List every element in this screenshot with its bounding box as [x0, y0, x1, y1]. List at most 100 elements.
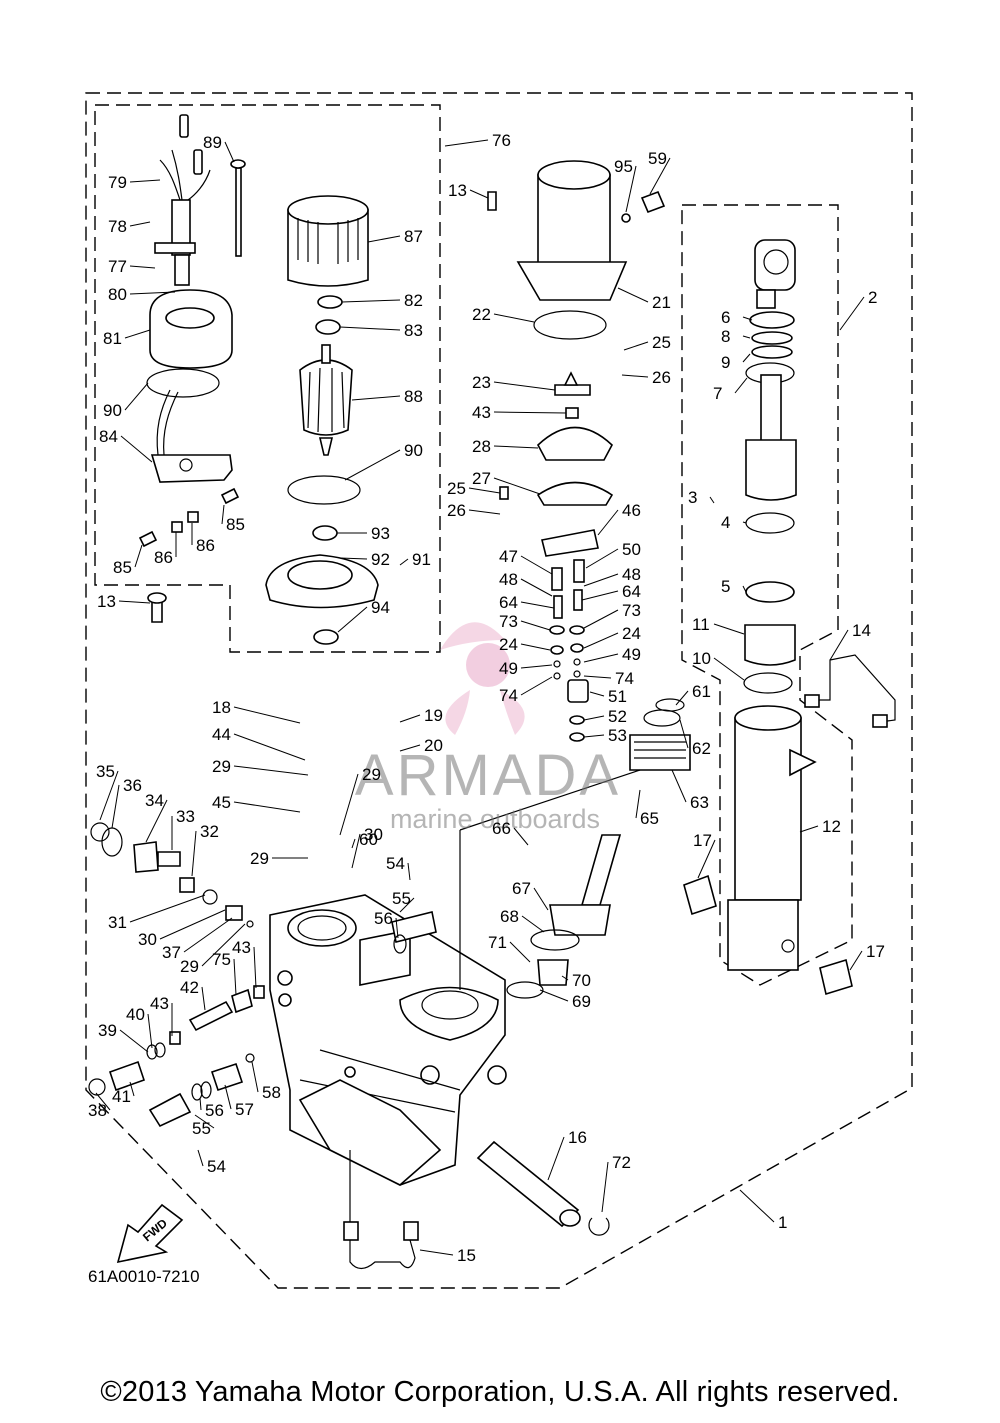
leader-line — [351, 838, 356, 849]
callout-number: 25 — [447, 479, 466, 498]
leader-line — [583, 632, 619, 649]
leader-line — [589, 691, 605, 697]
leader-line — [520, 555, 553, 575]
leader-line — [697, 839, 716, 879]
leader-line — [419, 1249, 454, 1256]
callout-number: 56 — [205, 1101, 224, 1120]
leader-line — [407, 862, 411, 881]
leader-line — [147, 1013, 153, 1049]
callout-number: 13 — [448, 181, 467, 200]
pump-cover-group — [487, 160, 666, 557]
leader-line — [367, 235, 401, 243]
callout-number: 69 — [572, 992, 591, 1011]
leader-line — [671, 769, 687, 803]
leader-line — [183, 917, 233, 953]
leader-line — [520, 601, 555, 609]
callout-number: 43 — [232, 938, 251, 957]
electric-motor-group — [138, 114, 379, 645]
callout-number: 83 — [404, 321, 423, 340]
leader-line — [201, 923, 246, 967]
callout-number: 41 — [112, 1087, 131, 1106]
leader-line — [742, 335, 751, 339]
callout-number: 36 — [123, 776, 142, 795]
leader-line — [742, 585, 747, 593]
callout-number: 86 — [154, 548, 173, 567]
leader-line — [119, 1029, 149, 1053]
callout-number: 30 — [364, 825, 383, 844]
callout-number: 58 — [262, 1083, 281, 1102]
callout-number: 51 — [608, 687, 627, 706]
leader-line — [583, 653, 619, 663]
leader-line — [742, 316, 753, 321]
leader-line — [623, 341, 649, 351]
leader-line — [713, 657, 745, 681]
callout-number: 29 — [250, 849, 269, 868]
callout-number: 73 — [622, 601, 641, 620]
callout-number: 86 — [196, 536, 215, 555]
leader-line — [621, 374, 649, 378]
leader-line — [597, 509, 619, 536]
leader-line — [129, 265, 156, 269]
callout-number: 31 — [108, 913, 127, 932]
leader-line — [583, 573, 619, 587]
leader-line — [493, 381, 556, 391]
callout-number: 19 — [424, 706, 443, 725]
leader-line — [120, 435, 153, 463]
callout-number: 78 — [108, 217, 127, 236]
callout-number: 27 — [472, 469, 491, 488]
callout-number: 10 — [692, 649, 711, 668]
callout-number: 89 — [203, 133, 222, 152]
callout-number: 79 — [108, 173, 127, 192]
leader-line — [399, 714, 421, 723]
callout-number: 40 — [126, 1005, 145, 1024]
leader-line — [129, 179, 161, 183]
leader-line — [468, 509, 501, 515]
leader-line — [339, 773, 359, 836]
watermark-tagline: marine outboards — [390, 804, 600, 834]
leader-line — [339, 326, 401, 331]
diagram-code: 61A0010-7210 — [88, 1267, 200, 1286]
callout-number: 42 — [180, 978, 199, 997]
callout-number: 57 — [235, 1100, 254, 1119]
leader-line — [233, 801, 301, 813]
callout-number: 54 — [386, 854, 405, 873]
callout-number: 26 — [652, 368, 671, 387]
leader-line — [224, 1084, 232, 1110]
callout-number: 81 — [103, 329, 122, 348]
exploded-parts-diagram: FWD ARMADA marine outboards 768979787780… — [85, 92, 913, 1289]
leader-line — [601, 1161, 609, 1213]
leader-line — [199, 1097, 202, 1111]
leader-line — [129, 894, 206, 923]
leader-line — [581, 590, 619, 601]
callout-number: 73 — [499, 612, 518, 631]
callout-number: 70 — [572, 971, 591, 990]
leader-line — [469, 189, 489, 199]
callout-number: 18 — [212, 698, 231, 717]
callout-number: 56 — [374, 909, 393, 928]
callout-number: 13 — [97, 592, 116, 611]
callout-number: 92 — [371, 550, 390, 569]
leader-line — [520, 664, 553, 669]
leader-line — [341, 299, 401, 303]
leader-line — [159, 909, 226, 940]
callout-number: 43 — [472, 403, 491, 422]
leader-line — [829, 629, 849, 661]
callout-number: 25 — [652, 333, 671, 352]
leader-line — [95, 1092, 111, 1111]
callout-number: 30 — [138, 930, 157, 949]
callout-number: 22 — [472, 305, 491, 324]
armada-watermark: ARMADA marine outboards — [355, 622, 618, 834]
callout-number: 23 — [472, 373, 491, 392]
tilt-cylinder-group — [683, 239, 896, 996]
callout-number: 38 — [88, 1101, 107, 1120]
leader-line — [129, 1081, 135, 1097]
callout-number: 5 — [721, 577, 730, 596]
callout-labels: 7689797877808190848585868613878283889093… — [88, 131, 885, 1265]
leader-line — [799, 825, 819, 833]
leader-line — [509, 941, 531, 963]
leader-line — [351, 395, 401, 401]
manual-valve-group — [506, 698, 691, 999]
leader-line — [520, 643, 551, 651]
copyright-notice: ©2013 Yamaha Motor Corporation, U.S.A. A… — [100, 1376, 900, 1408]
leader-line — [191, 830, 197, 877]
